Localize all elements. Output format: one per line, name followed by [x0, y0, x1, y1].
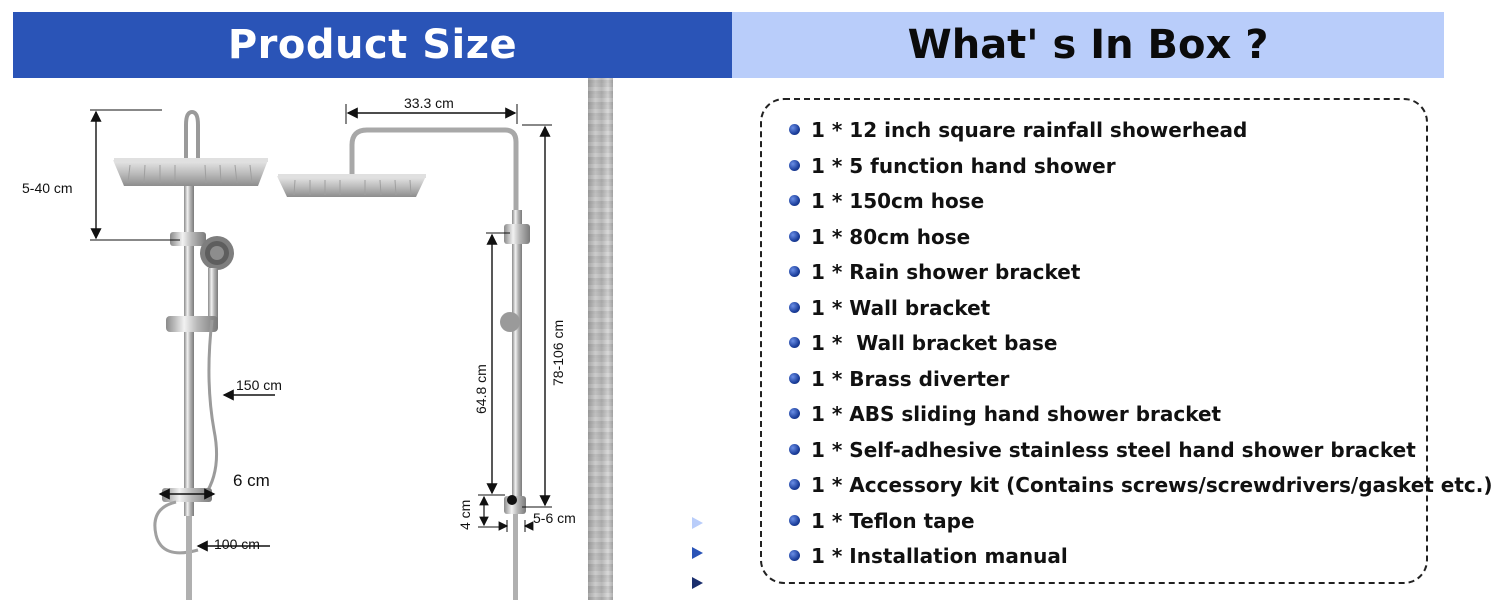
whats-in-box-header: What' s In Box ? — [732, 12, 1444, 78]
triangle-medium-icon — [692, 547, 703, 559]
dim-diverter-width: 6 cm — [233, 471, 270, 490]
bullet-icon — [789, 266, 800, 277]
wall-texture-divider — [588, 78, 613, 600]
dim-hose-short: 100 cm — [214, 536, 260, 552]
right-shower-illustration — [277, 104, 552, 600]
triangle-dark-icon — [692, 577, 703, 589]
bullet-icon — [789, 514, 800, 526]
bullet-icon — [789, 479, 800, 490]
product-size-title: Product Size — [227, 22, 518, 68]
product-size-header: Product Size — [13, 12, 732, 78]
list-item: 1 * 5 function hand shower — [786, 150, 1493, 186]
list-item: 1 * 80cm hose — [786, 221, 1493, 257]
whats-in-box-title: What' s In Box ? — [907, 22, 1269, 68]
list-item: 1 * Brass diverter — [786, 363, 1493, 399]
bullet-icon — [789, 124, 800, 135]
list-item: 1 * 150cm hose — [786, 185, 1493, 221]
list-item: 1 * 12 inch square rainfall showerhead — [786, 114, 1493, 150]
dim-bar-height: 64.8 cm — [473, 364, 489, 414]
list-item: 1 * Rain shower bracket — [786, 256, 1493, 292]
bullet-icon — [789, 443, 800, 455]
shower-dimension-drawing — [90, 104, 552, 600]
bullet-icon — [789, 372, 800, 384]
dim-base-offset: 4 cm — [457, 499, 473, 530]
box-contents-list: 1 * 12 inch square rainfall showerhead 1… — [786, 114, 1493, 576]
list-item: 1 * Wall bracket base — [786, 327, 1493, 363]
list-item: 1 * Accessory kit (Contains screws/screw… — [786, 469, 1493, 505]
bullet-icon — [789, 195, 800, 206]
dim-head-height: 5-40 cm — [22, 180, 73, 196]
list-item: 1 * Self-adhesive stainless steel hand s… — [786, 434, 1493, 470]
list-item: 1 * Wall bracket — [786, 292, 1493, 328]
dim-inlet-spacing: 5-6 cm — [533, 510, 576, 526]
list-item: 1 * Teflon tape — [786, 505, 1493, 541]
dim-arm-length: 33.3 cm — [404, 95, 454, 111]
bullet-icon — [789, 408, 800, 419]
bullet-icon — [789, 159, 800, 171]
dim-hose-long: 150 cm — [236, 377, 282, 393]
bullet-icon — [789, 301, 800, 313]
product-size-diagram: 5-40 cm 150 cm 6 cm 100 cm 33.3 cm 78-10… — [0, 78, 588, 600]
bullet-icon — [789, 230, 800, 242]
bullet-icon — [789, 550, 800, 561]
list-item: 1 * ABS sliding hand shower bracket — [786, 398, 1493, 434]
dim-total-height: 78-106 cm — [550, 319, 566, 386]
left-shower-illustration — [90, 109, 275, 600]
bullet-icon — [789, 337, 800, 348]
box-contents-frame — [760, 98, 1428, 584]
triangle-light-icon — [692, 517, 703, 529]
list-item: 1 * Installation manual — [786, 540, 1493, 576]
